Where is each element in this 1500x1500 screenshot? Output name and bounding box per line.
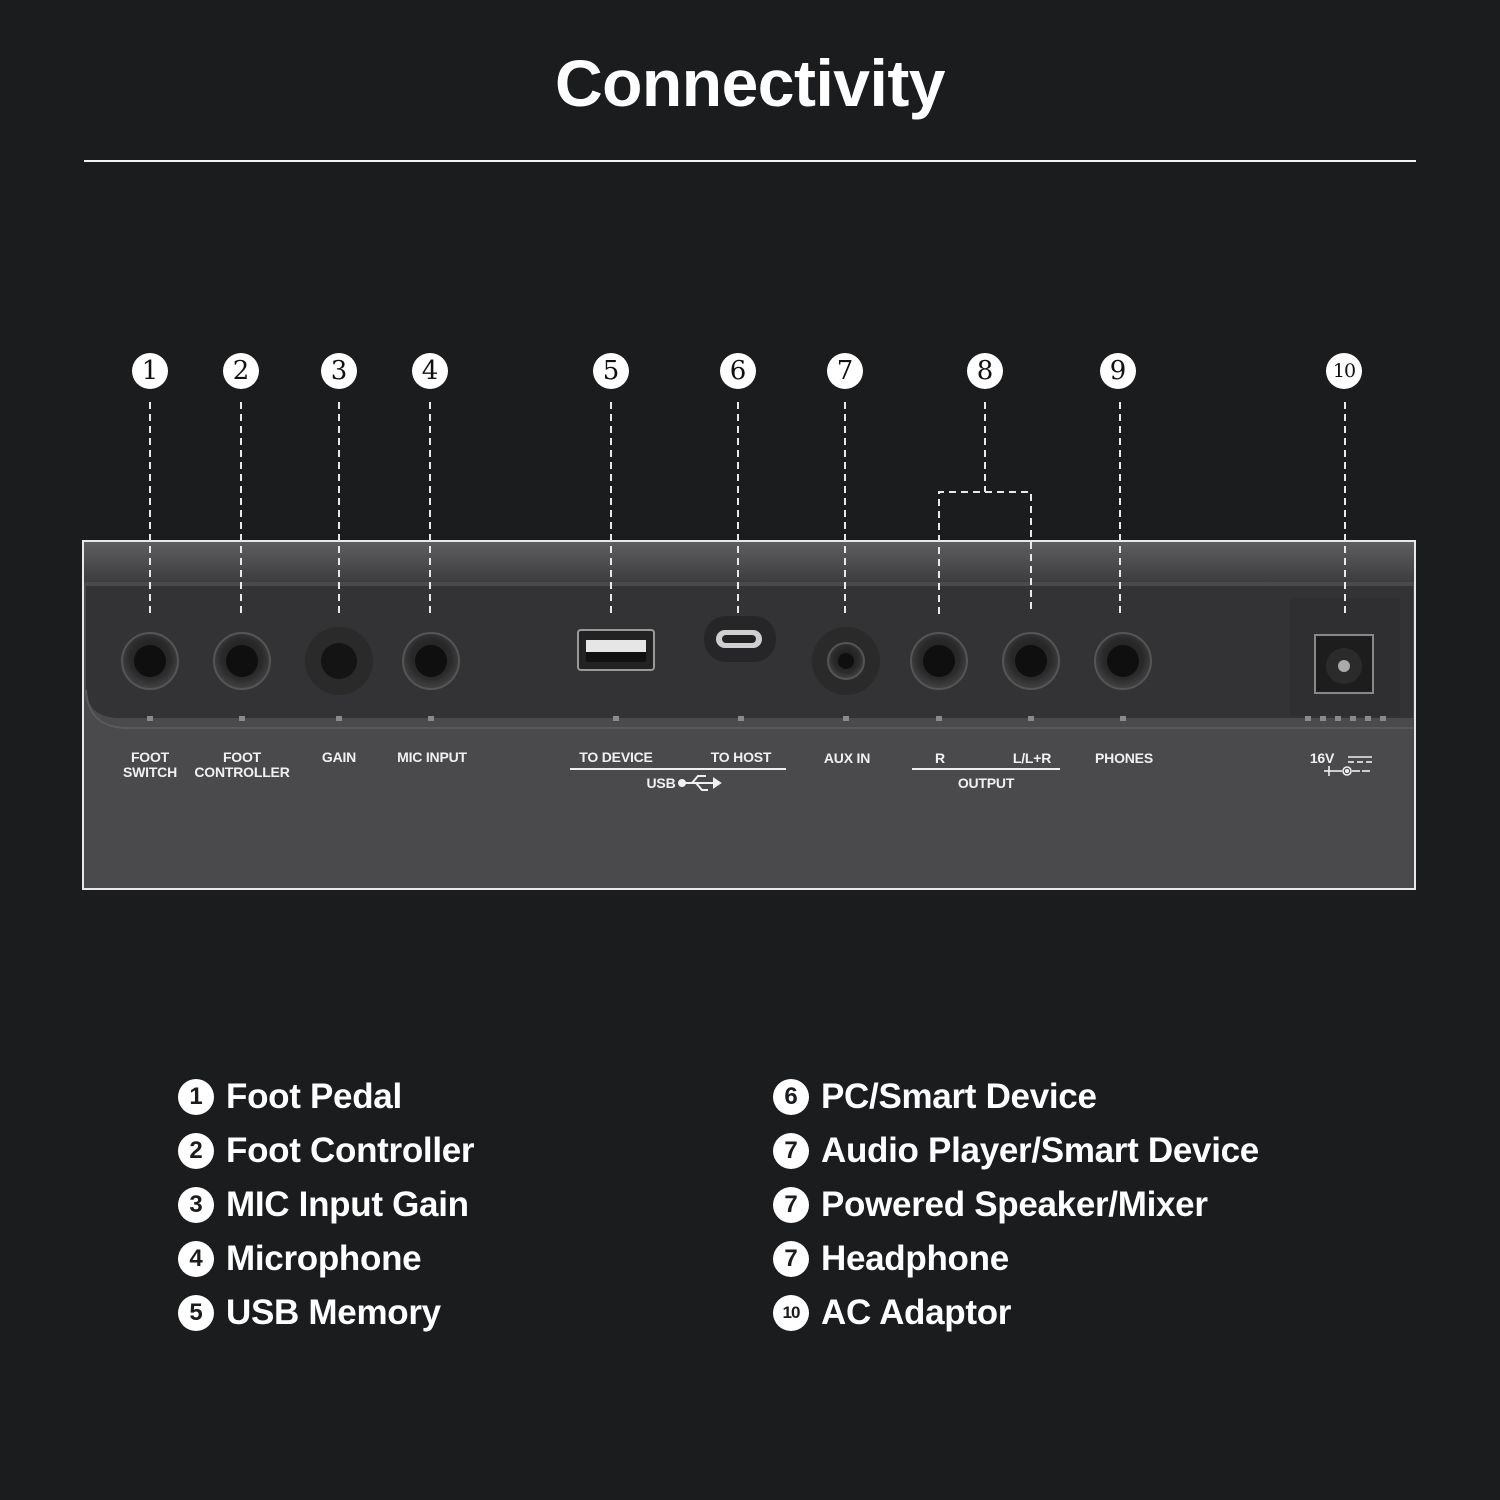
legend-text: USB Memory xyxy=(226,1293,441,1332)
foot-switch-jack xyxy=(121,632,179,690)
legend-text: PC/Smart Device xyxy=(821,1077,1097,1116)
label-power: 16V xyxy=(1309,750,1335,766)
label-tick-marks xyxy=(147,716,1386,721)
title-divider xyxy=(84,160,1416,162)
usb-to-host-port xyxy=(704,616,776,662)
legend-item: 6 PC/Smart Device xyxy=(773,1070,1259,1124)
mic-input-jack xyxy=(402,632,460,690)
usb-to-device-port xyxy=(577,629,655,671)
legend-number: 10 xyxy=(773,1295,809,1331)
legend-number: 3 xyxy=(178,1187,214,1223)
legend-number: 2 xyxy=(178,1133,214,1169)
legend-number: 5 xyxy=(178,1295,214,1331)
label-output-l: L/L+R xyxy=(1012,750,1052,766)
legend-number: 1 xyxy=(178,1079,214,1115)
label-aux-in: AUX IN xyxy=(823,750,871,766)
legend-text: Foot Controller xyxy=(226,1131,475,1170)
legend-item: 10 AC Adaptor xyxy=(773,1286,1259,1340)
legend-text: Foot Pedal xyxy=(226,1077,402,1116)
callout-10: 10 xyxy=(1326,353,1362,389)
legend-item: 4 Microphone xyxy=(178,1232,474,1286)
gain-knob xyxy=(305,627,373,695)
label-gain: GAIN xyxy=(321,749,357,765)
legend-right: 6 PC/Smart Device 7 Audio Player/Smart Dev… xyxy=(773,1070,1259,1340)
callout-9: 9 xyxy=(1100,353,1136,389)
aux-in-jack xyxy=(812,627,880,695)
label-mic-input: MIC INPUT xyxy=(397,749,467,765)
label-output-r: R xyxy=(935,750,945,766)
callout-4: 4 xyxy=(412,353,448,389)
legend-text: MIC Input Gain xyxy=(226,1185,469,1224)
callout-7: 7 xyxy=(827,353,863,389)
legend-text: Powered Speaker/Mixer xyxy=(821,1185,1208,1224)
foot-controller-jack xyxy=(213,632,271,690)
legend-text: AC Adaptor xyxy=(821,1293,1012,1332)
callout-6: 6 xyxy=(720,353,756,389)
legend-text: Headphone xyxy=(821,1239,1009,1278)
legend-item: 1 Foot Pedal xyxy=(178,1070,474,1124)
legend-item: 3 MIC Input Gain xyxy=(178,1178,474,1232)
label-phones: PHONES xyxy=(1095,750,1153,766)
legend-number: 4 xyxy=(178,1241,214,1277)
leader-lines xyxy=(149,402,1346,614)
label-to-device: TO DEVICE xyxy=(579,749,653,765)
legend-left: 1 Foot Pedal 2 Foot Controller 3 MIC Input … xyxy=(178,1070,475,1340)
legend-item: 7 Headphone xyxy=(773,1232,1259,1286)
rear-panel xyxy=(82,540,1416,890)
label-usb: USB xyxy=(646,775,676,791)
legend-item: 2 Foot Controller xyxy=(178,1124,475,1178)
output-r-jack xyxy=(910,632,968,690)
output-l-jack xyxy=(1002,632,1060,690)
callout-3: 3 xyxy=(321,353,357,389)
dc-power-jack xyxy=(1314,634,1374,694)
callout-2: 2 xyxy=(223,353,259,389)
callout-8: 8 xyxy=(967,353,1003,389)
legend-number: 7 xyxy=(773,1133,809,1169)
legend-item: 7 Powered Speaker/Mixer xyxy=(773,1178,1259,1232)
legend-item: 5 USB Memory xyxy=(178,1286,474,1340)
legend-number: 7 xyxy=(773,1187,809,1223)
legend-text: Microphone xyxy=(226,1239,422,1278)
label-output: OUTPUT xyxy=(957,775,1015,791)
phones-jack xyxy=(1094,632,1152,690)
label-to-host: TO HOST xyxy=(710,749,772,765)
leader-bracket-8 xyxy=(938,491,1032,614)
legend-text: Audio Player/Smart Device xyxy=(821,1131,1259,1170)
usb-icon xyxy=(678,775,722,791)
callout-5: 5 xyxy=(593,353,629,389)
legend-item: 7 Audio Player/Smart Device xyxy=(773,1124,1259,1178)
legend-number: 7 xyxy=(773,1241,809,1277)
dc-polarity-icon xyxy=(1324,756,1372,776)
label-foot-controller: FOOT CONTROLLER xyxy=(194,749,290,780)
callout-1: 1 xyxy=(132,353,168,389)
page-title: Connectivity xyxy=(554,46,946,120)
label-foot-switch: FOOT SWITCH xyxy=(122,749,177,780)
legend-number: 6 xyxy=(773,1079,809,1115)
